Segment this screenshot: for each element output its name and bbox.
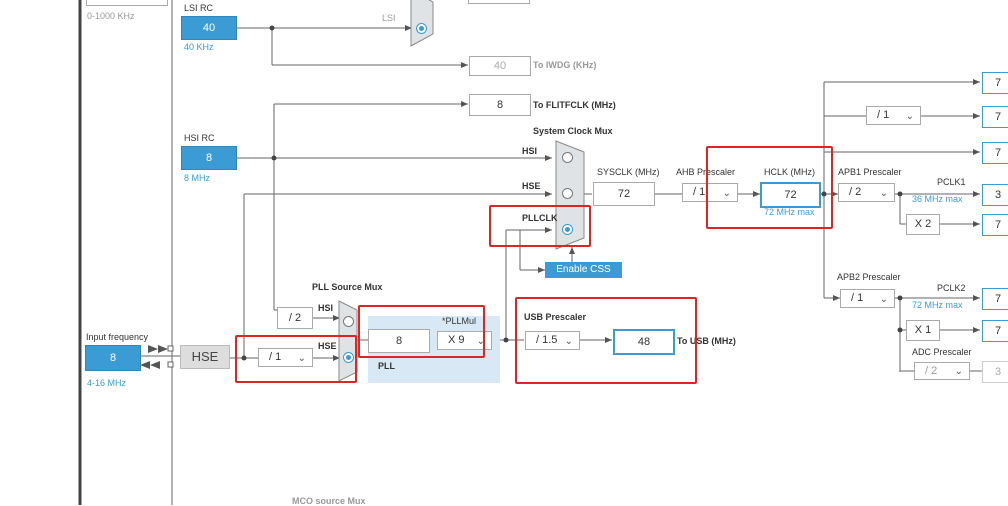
adc-label: ADC Prescaler <box>912 347 972 357</box>
lsi-mux-label: LSI <box>382 13 396 23</box>
hclk-label: HCLK (MHz) <box>764 167 815 177</box>
input-freq-value[interactable]: 8 <box>85 345 141 371</box>
pll-label: PLL <box>378 361 395 371</box>
right-edge-box[interactable]: 7 <box>982 214 1008 236</box>
hsi-rc-value[interactable]: 8 <box>181 146 237 170</box>
highlight-hse-div <box>235 335 357 383</box>
input-freq-range: 4-16 MHz <box>87 378 127 388</box>
hsi-rc-unit: 8 MHz <box>184 173 211 183</box>
iwdg-label: To IWDG (KHz) <box>533 60 597 70</box>
chevron-down-icon: ⌄ <box>954 366 963 377</box>
sysclk-pllclk-label: PLLCLK <box>522 213 558 223</box>
chevron-down-icon: ⌄ <box>476 336 485 347</box>
usb-value[interactable]: 48 <box>613 329 675 355</box>
right-edge-box[interactable]: 7 <box>982 72 1008 94</box>
apb1-label: APB1 Prescaler <box>838 167 902 177</box>
right-edge-box[interactable]: 7 <box>982 288 1008 310</box>
hclk-max: 72 MHz max <box>764 207 815 217</box>
flitf-label: To FLITFCLK (MHz) <box>533 100 616 110</box>
ahb-label: AHB Prescaler <box>676 167 736 177</box>
apb1-mult: X 2 <box>906 214 940 235</box>
pll-mul-label: *PLLMul <box>442 316 477 326</box>
range-label: 0-1000 KHz <box>87 11 135 21</box>
pll-src-hse-label: HSE <box>318 341 337 351</box>
hclk-value[interactable]: 72 <box>760 182 821 208</box>
pclk2-max: 72 MHz max <box>912 300 963 310</box>
right-edge-box[interactable]: 7 <box>982 106 1008 128</box>
usb-label: To USB (MHz) <box>677 336 736 346</box>
hse-div-select[interactable]: / 1⌄ <box>258 348 313 367</box>
chevron-down-icon: ⌄ <box>722 188 731 199</box>
top-field[interactable] <box>468 0 530 4</box>
sysclk-hse-radio[interactable] <box>562 188 573 199</box>
pll-src-hsi-radio[interactable] <box>343 316 354 327</box>
chevron-down-icon: ⌄ <box>905 111 914 122</box>
mco-title: MCO source Mux <box>292 496 366 506</box>
right-edge-box[interactable]: 3 <box>982 184 1008 206</box>
hse-block: HSE <box>180 345 230 369</box>
apb2-mult: X 1 <box>906 320 940 341</box>
chevron-down-icon: ⌄ <box>564 336 573 347</box>
pll-src-hse-radio[interactable] <box>343 352 354 363</box>
sysclk-hse-label: HSE <box>522 181 541 191</box>
hsi-rc-title: HSI RC <box>184 133 215 143</box>
apb1-select[interactable]: / 2⌄ <box>838 183 895 202</box>
pll-mul-select[interactable]: X 9⌄ <box>437 331 492 350</box>
sysclk-pllclk-radio[interactable] <box>562 224 573 235</box>
pll-value[interactable]: 8 <box>368 329 430 353</box>
flitf-value[interactable]: 8 <box>469 94 531 116</box>
highlight-pllclk <box>489 205 591 247</box>
right-edge-box[interactable]: 7 <box>982 142 1008 164</box>
highlight-pllmul <box>358 305 485 358</box>
lsi-rc-value[interactable]: 40 <box>181 16 237 40</box>
lsi-rc-title: LSI RC <box>184 3 214 13</box>
sysclk-value[interactable]: 72 <box>593 182 655 206</box>
apb2-select[interactable]: / 1⌄ <box>840 289 895 308</box>
lsi-rc-unit: 40 KHz <box>184 42 214 52</box>
enable-css-button[interactable]: Enable CSS <box>545 262 622 278</box>
hsi-div2: / 2 <box>277 307 313 329</box>
right-edge-box[interactable]: 3 <box>982 361 1008 383</box>
sysclk-hsi-label: HSI <box>522 146 538 156</box>
pll-source-mux-title: PLL Source Mux <box>312 282 383 292</box>
apb2-label: APB2 Prescaler <box>837 272 901 282</box>
right-edge-box[interactable]: 7 <box>982 320 1008 342</box>
usb-div-select[interactable]: / 1.5⌄ <box>525 331 580 350</box>
pll-src-hsi-label: HSI <box>318 303 334 313</box>
sysclk-hsi-radio[interactable] <box>562 152 573 163</box>
chevron-down-icon: ⌄ <box>879 188 888 199</box>
highlight-usb <box>515 297 697 384</box>
sysclk-mux-title: System Clock Mux <box>533 126 613 136</box>
chevron-down-icon: ⌄ <box>879 294 888 305</box>
iwdg-value[interactable]: 40 <box>469 56 531 76</box>
usb-title: USB Prescaler <box>524 312 587 322</box>
ahb-select[interactable]: / 1⌄ <box>682 183 738 202</box>
input-freq-label: Input frequency <box>86 332 149 342</box>
pclk1-max: 36 MHz max <box>912 194 963 204</box>
lsi-radio[interactable] <box>416 23 427 34</box>
pclk1-label: PCLK1 <box>937 177 966 187</box>
chevron-down-icon: ⌄ <box>297 353 306 364</box>
sysclk-label: SYSCLK (MHz) <box>597 167 660 177</box>
top-left-field[interactable] <box>86 0 168 6</box>
pclk2-label: PCLK2 <box>937 283 966 293</box>
highlight-hclk <box>706 146 833 229</box>
apb-div-select[interactable]: / 1⌄ <box>866 106 921 125</box>
adc-select[interactable]: / 2⌄ <box>914 362 970 380</box>
